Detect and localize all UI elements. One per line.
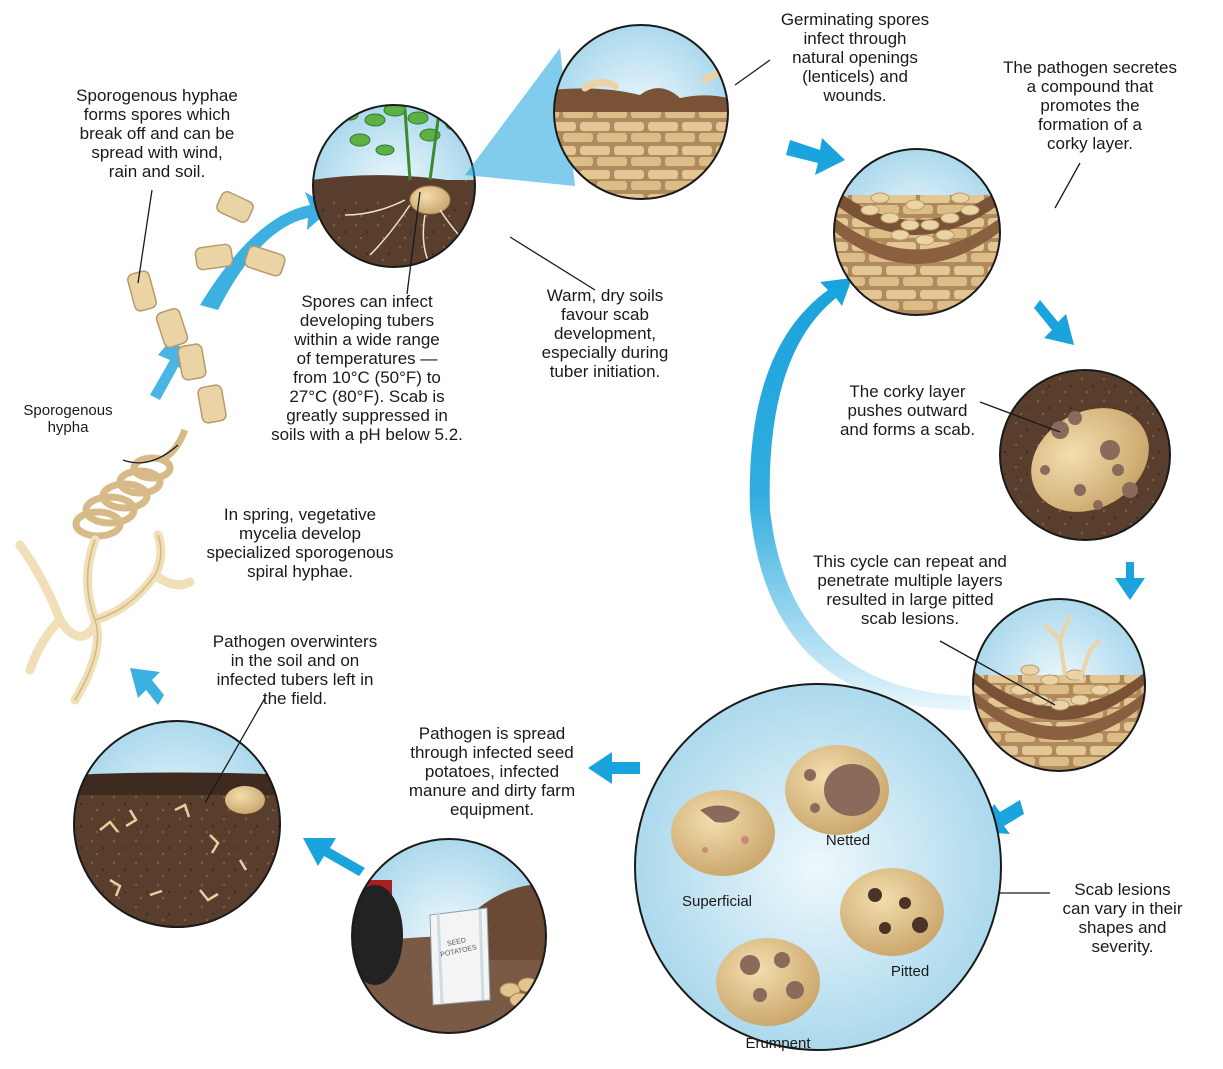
label-erumpent: Erumpent (728, 1035, 828, 1052)
plant-circle (300, 90, 500, 290)
label-pitted: Pitted (870, 963, 950, 980)
overwinter-circle (70, 721, 290, 930)
potato-pitted (840, 868, 944, 956)
arrow-mag-to-cork (786, 138, 845, 175)
potato-superficial (671, 790, 775, 876)
label-superficial: Superficial (662, 893, 772, 910)
lesion-types-circle (635, 684, 1001, 1050)
scab-potato-circle (1000, 370, 1170, 540)
label-corky-layer: The corky layer pushes outward and forms… (820, 382, 995, 439)
potato-erumpent (716, 938, 820, 1026)
arrow-scab-to-repeat (1115, 562, 1145, 600)
label-warm-dry-soils: Warm, dry soils favour scab development,… (515, 286, 695, 381)
arrow-big-arc (750, 278, 970, 710)
label-pathogen-spread: Pathogen is spread through infected seed… (382, 724, 602, 819)
potato-netted (785, 745, 889, 835)
seed-bag (430, 908, 490, 1005)
label-spores-infect: Spores can infect developing tubers with… (262, 292, 472, 444)
label-sporogenous-hypha: Sporogenous hypha (8, 402, 128, 436)
vegetative-mycelia (20, 535, 190, 700)
label-scab-vary: Scab lesions can vary in their shapes an… (1035, 880, 1210, 956)
arrow-winter-to-mycelia (130, 668, 164, 705)
arrow-cork-to-scab (1034, 300, 1074, 345)
spiral-hypha (76, 430, 185, 536)
arrow-spread-to-winter (303, 838, 365, 876)
label-in-spring: In spring, vegetative mycelia develop sp… (190, 505, 410, 581)
label-germinating-spores: Germinating spores infect through natura… (760, 10, 950, 105)
label-pathogen-secretes: The pathogen secretes a compound that pr… (985, 58, 1195, 153)
spread-circle (347, 839, 550, 1040)
label-sporogenous-hyphae: Sporogenous hyphae forms spores which br… (52, 86, 262, 181)
label-overwinters: Pathogen overwinters in the soil and on … (195, 632, 395, 708)
magnified-tissue-circle (550, 25, 740, 210)
cork-layer-circle (830, 149, 1010, 325)
label-netted: Netted (808, 832, 888, 849)
label-cycle-repeat: This cycle can repeat and penetrate mult… (780, 552, 1040, 628)
